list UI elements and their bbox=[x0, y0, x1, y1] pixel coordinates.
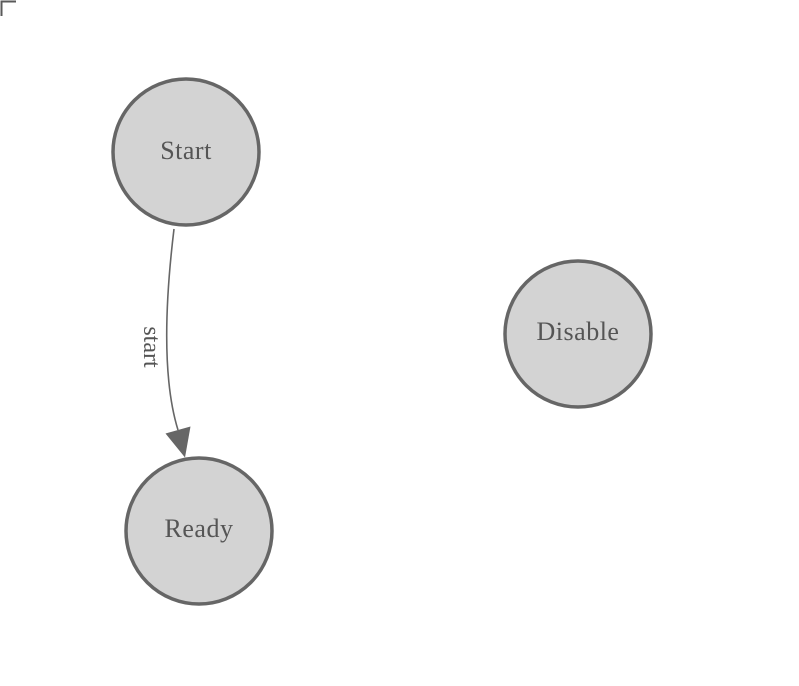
edge-start-to-ready[interactable]: start bbox=[138, 228, 191, 458]
start-node-circle[interactable] bbox=[111, 77, 261, 227]
edge-label: start bbox=[138, 326, 164, 368]
start-node-label: Start bbox=[160, 136, 212, 165]
disable-node-label: Disable bbox=[537, 317, 620, 346]
edge-path[interactable] bbox=[165, 228, 179, 431]
edge-arrowhead-icon bbox=[165, 426, 191, 458]
state-node-start[interactable]: Start bbox=[111, 77, 261, 227]
state-node-ready[interactable]: Ready bbox=[124, 456, 274, 606]
ready-node-circle[interactable] bbox=[124, 456, 274, 606]
ready-node-label: Ready bbox=[165, 514, 234, 543]
corner-bracket-icon bbox=[0, 0, 16, 16]
state-node-disable[interactable]: Disable bbox=[503, 259, 653, 409]
disable-node-circle[interactable] bbox=[503, 259, 653, 409]
